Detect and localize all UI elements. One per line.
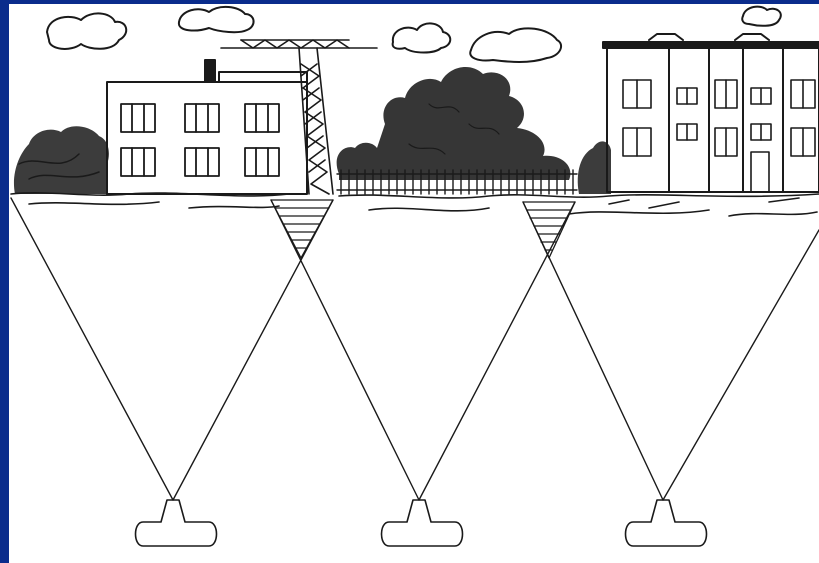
overlap-hatch-left bbox=[270, 199, 334, 259]
cone-middle-b bbox=[418, 201, 576, 501]
left-building-windows bbox=[120, 103, 280, 177]
cloud-4 bbox=[469, 27, 563, 63]
illustration-panel bbox=[9, 4, 819, 563]
sensor-middle bbox=[380, 499, 464, 547]
right-building-body bbox=[606, 45, 819, 193]
view-cones bbox=[10, 197, 819, 501]
chimney bbox=[204, 59, 216, 83]
left-building bbox=[106, 59, 308, 195]
right-building bbox=[602, 33, 819, 193]
sensor-left bbox=[134, 499, 218, 547]
cloud-2 bbox=[177, 6, 255, 34]
cloud-3 bbox=[391, 22, 452, 54]
left-building-roof-step bbox=[218, 71, 308, 83]
cone-right-b bbox=[662, 229, 819, 501]
cone-left-b bbox=[172, 199, 334, 501]
left-trees bbox=[13, 126, 109, 194]
overlap-hatch-right bbox=[522, 201, 576, 259]
picket-fence bbox=[336, 169, 578, 195]
cone-middle-a bbox=[270, 199, 420, 501]
right-building-windows bbox=[622, 79, 816, 193]
right-bush bbox=[577, 141, 611, 194]
tower-crane bbox=[220, 39, 378, 195]
cone-left-a bbox=[10, 197, 174, 501]
cloud-1 bbox=[46, 12, 128, 50]
sensor-right bbox=[624, 499, 708, 547]
clouds bbox=[46, 5, 782, 63]
cone-right-a bbox=[522, 201, 664, 501]
center-trees bbox=[336, 67, 571, 180]
ground bbox=[10, 192, 819, 217]
scene-diagram bbox=[10, 5, 819, 547]
cloud-5 bbox=[741, 5, 782, 27]
left-building-body bbox=[106, 81, 308, 195]
